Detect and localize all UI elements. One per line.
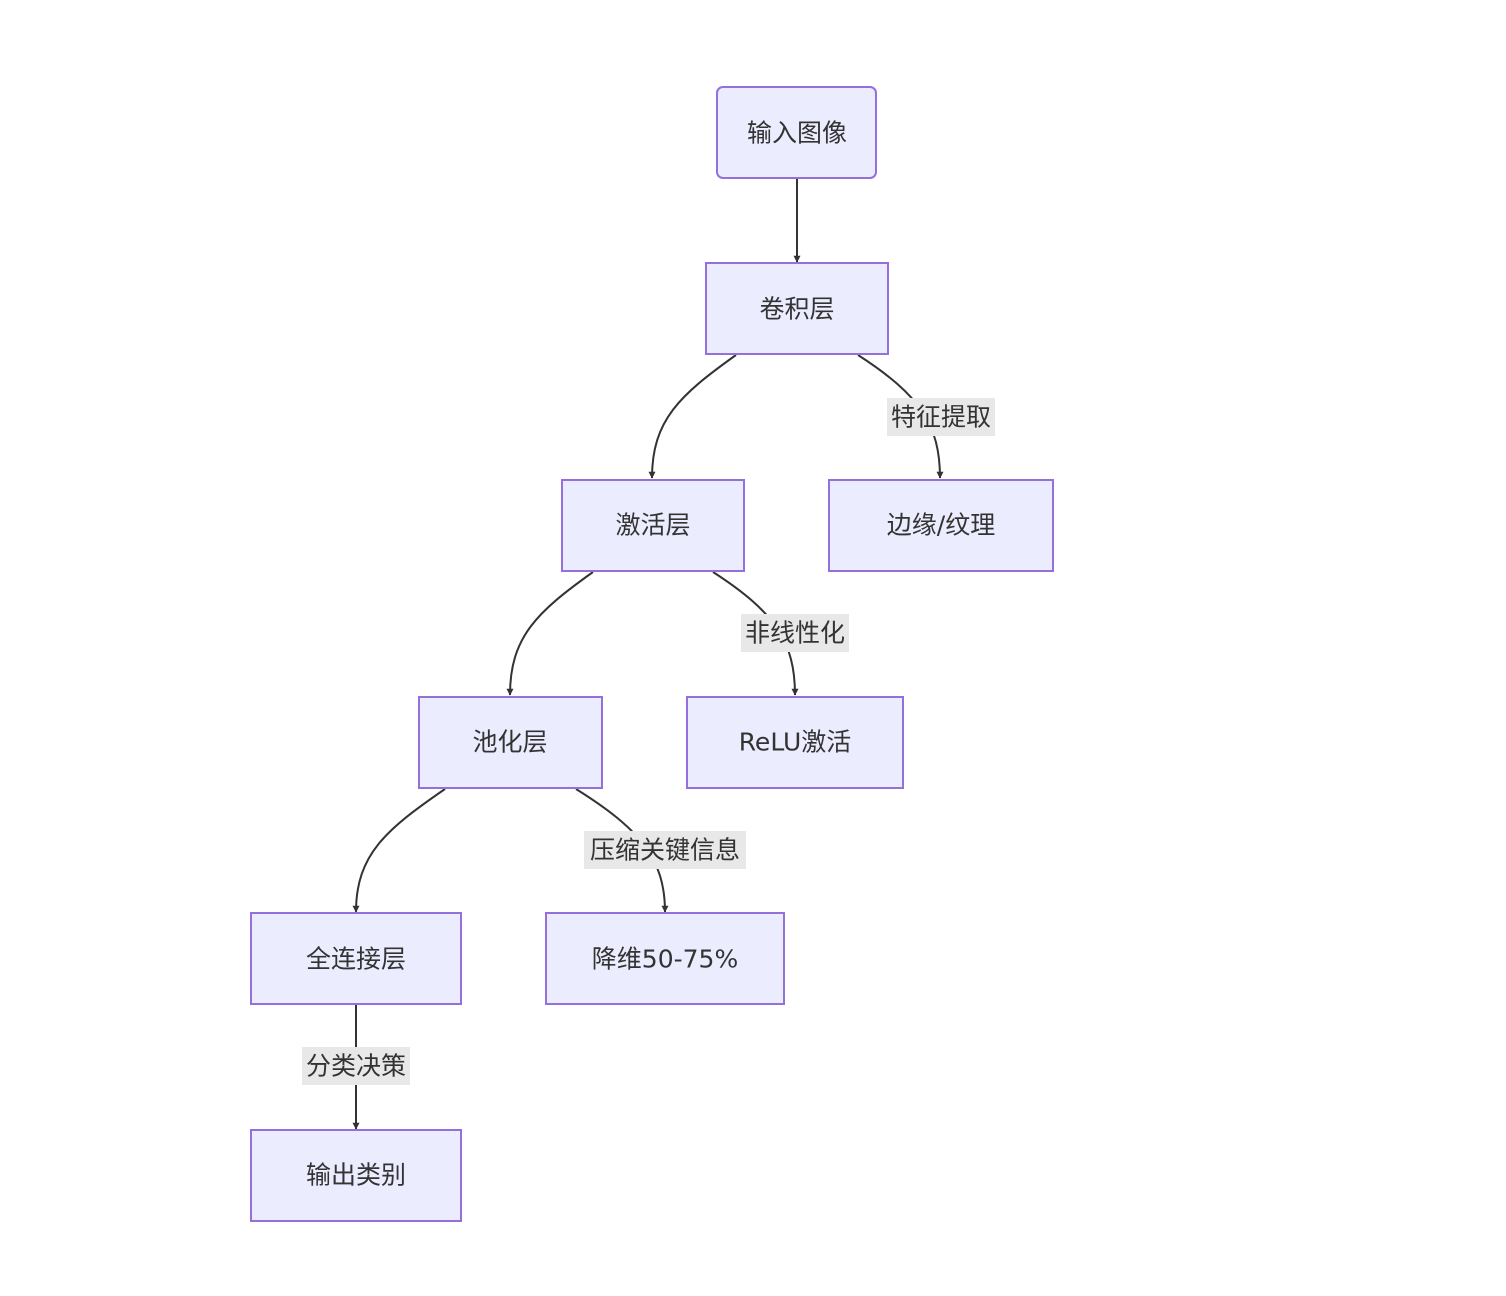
svg-text:激活层: 激活层 — [615, 511, 690, 540]
svg-text:全连接层: 全连接层 — [306, 945, 406, 974]
edge-pool-to-fc — [352, 788, 446, 913]
svg-text:特征提取: 特征提取 — [891, 403, 991, 432]
svg-text:分类决策: 分类决策 — [306, 1052, 406, 1081]
edge-label-compress: 压缩关键信息 — [584, 831, 746, 869]
edge-label-nonlinear: 非线性化 — [741, 614, 849, 652]
node-activation-layer: 激活层 — [561, 479, 745, 572]
node-conv-layer: 卷积层 — [705, 262, 889, 355]
svg-text:输出类别: 输出类别 — [306, 1161, 406, 1190]
node-dim-reduction: 降维50-75% — [545, 912, 785, 1005]
svg-text:压缩关键信息: 压缩关键信息 — [590, 836, 740, 865]
edge-label-feature-extraction: 特征提取 — [887, 398, 995, 436]
node-input-image: 输入图像 — [716, 86, 877, 179]
svg-text:边缘/纹理: 边缘/纹理 — [887, 511, 995, 540]
svg-text:池化层: 池化层 — [472, 728, 547, 757]
svg-text:卷积层: 卷积层 — [759, 295, 834, 324]
edge-activation-to-pool — [506, 571, 594, 696]
node-pooling-layer: 池化层 — [418, 696, 603, 789]
node-output-class: 输出类别 — [250, 1129, 462, 1222]
svg-text:降维50-75%: 降维50-75% — [592, 945, 738, 974]
svg-text:输入图像: 输入图像 — [747, 119, 847, 148]
edge-label-classification: 分类决策 — [302, 1047, 410, 1085]
svg-text:ReLU激活: ReLU激活 — [739, 728, 852, 757]
node-fully-connected-layer: 全连接层 — [250, 912, 462, 1005]
node-edges-texture: 边缘/纹理 — [828, 479, 1054, 572]
edge-conv-to-activation — [648, 354, 737, 479]
node-relu-activation: ReLU激活 — [686, 696, 904, 789]
svg-text:非线性化: 非线性化 — [745, 619, 845, 648]
